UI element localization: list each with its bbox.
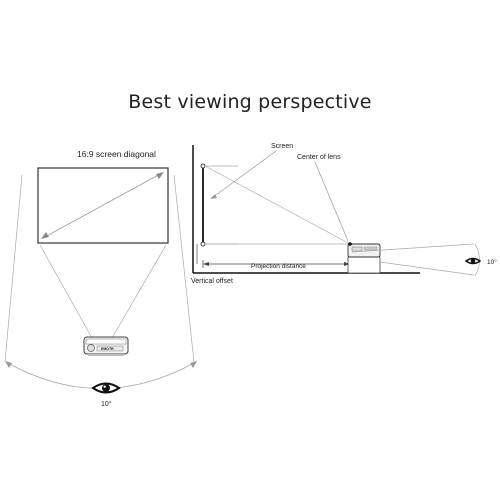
front-projection-line-right — [111, 244, 167, 339]
eye-icon — [464, 257, 482, 265]
view-cone-left-outer — [4, 174, 23, 363]
projector-front: EMOTR — [83, 336, 129, 356]
front-projection-line-left — [39, 244, 93, 339]
screen-top-dot — [200, 163, 206, 169]
projector-side — [347, 242, 381, 274]
front-angle-label: 10° — [101, 400, 112, 408]
diagonal-label: 16:9 screen diagonal — [77, 149, 156, 159]
screen-bottom-dot — [200, 241, 206, 247]
distance-arrow-left — [203, 262, 209, 266]
screen-label: Screen — [271, 143, 293, 150]
diagonal-arrowhead-top — [156, 172, 164, 179]
side-view-line-bottom — [379, 261, 475, 276]
lens-leader-line — [314, 161, 349, 242]
arc-arrowhead-right — [190, 361, 197, 368]
lens-dot — [348, 242, 352, 246]
side-view-line-top — [351, 243, 475, 253]
diagonal-arrowhead-bottom — [41, 232, 49, 239]
offset-label: Vertical offset — [191, 278, 233, 285]
eye-icon — [91, 382, 121, 394]
screen-leader-line — [211, 150, 277, 199]
front-view: 16:9 screen diagonal EMOTR 10° — [4, 149, 197, 408]
projector-brand: EMOTR — [101, 347, 114, 351]
view-cone-right-outer — [173, 174, 195, 363]
screen-diagonal-line — [42, 172, 163, 239]
arc-arrowhead-left — [5, 361, 12, 368]
lens-label: Center of lens — [297, 154, 341, 161]
distance-label: Projection distance — [251, 263, 306, 270]
page-title: Best viewing perspective — [128, 91, 372, 113]
side-projection-top — [204, 165, 351, 245]
side-view: Projection distance Vertical offset Scre… — [191, 143, 497, 285]
side-angle-label: 10° — [487, 258, 497, 266]
distance-arrow-right — [344, 262, 350, 266]
